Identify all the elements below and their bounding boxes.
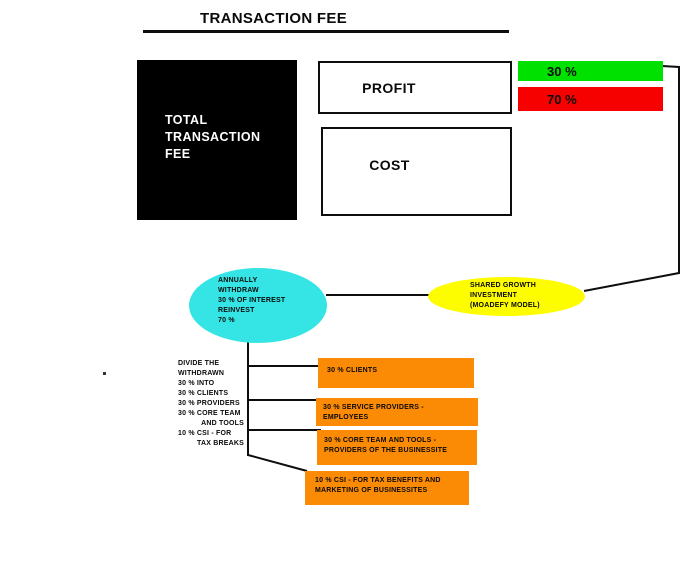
divide-note-line: 30 % INTO xyxy=(178,380,215,387)
allocation-box-clients-label: 30 % CLIENTS xyxy=(327,367,378,374)
cost-box: COST xyxy=(321,127,512,216)
profit-box: PROFIT xyxy=(318,61,512,114)
connector-branch-csi xyxy=(247,454,308,472)
divide-note-line: DIVIDE THE xyxy=(178,360,220,367)
total-transaction-fee-label: TOTAL TRANSACTION FEE xyxy=(165,113,261,161)
annual-withdraw-ellipse: ANNUALLY WITHDRAW 30 % OF INTEREST REINV… xyxy=(189,268,327,343)
annual-withdraw-label: ANNUALLY WITHDRAW 30 % OF INTEREST REINV… xyxy=(218,277,286,324)
diagram-title: TRANSACTION FEE xyxy=(200,10,347,27)
title-underline xyxy=(143,30,509,33)
allocation-box-clients: 30 % CLIENTS xyxy=(318,358,474,388)
connector-profit-share-to-shared-growth xyxy=(583,65,680,292)
allocation-box-core-team-label: 30 % CORE TEAM AND TOOLS - PROVIDERS OF … xyxy=(324,437,448,454)
profit-label: PROFIT xyxy=(362,79,416,96)
divide-note-line: 30 % CLIENTS xyxy=(178,390,229,397)
divide-note-line: 30 % PROVIDERS xyxy=(178,400,240,407)
divide-note-line: 10 % CSI - FOR xyxy=(178,430,232,437)
allocation-box-core-team: 30 % CORE TEAM AND TOOLS - PROVIDERS OF … xyxy=(317,430,477,465)
stray-dot xyxy=(103,372,106,375)
allocation-box-service-providers-label: 30 % SERVICE PROVIDERS - EMPLOYEES xyxy=(323,404,424,421)
cost-label: COST xyxy=(369,156,410,173)
allocation-box-csi: 10 % CSI - FOR TAX BENEFITS AND MARKETIN… xyxy=(305,471,469,505)
profit-share-bar: 30 % xyxy=(518,61,663,81)
profit-share-label: 30 % xyxy=(547,63,577,79)
allocation-box-service-providers: 30 % SERVICE PROVIDERS - EMPLOYEES xyxy=(316,398,478,426)
divide-note-line: TAX BREAKS xyxy=(197,440,244,447)
total-transaction-fee-box: TOTAL TRANSACTION FEE xyxy=(137,60,297,220)
shared-growth-label: SHARED GROWTH INVESTMENT (MOADEFY MODEL) xyxy=(470,282,540,309)
cost-share-label: 70 % xyxy=(547,91,577,107)
divide-note-line: WITHDRAWN xyxy=(178,370,225,377)
shared-growth-ellipse: SHARED GROWTH INVESTMENT (MOADEFY MODEL) xyxy=(428,277,585,316)
allocation-box-csi-label: 10 % CSI - FOR TAX BENEFITS AND MARKETIN… xyxy=(315,477,441,494)
divide-note-line: AND TOOLS xyxy=(201,420,244,427)
divide-note-line: 30 % CORE TEAM xyxy=(178,410,241,417)
cost-share-bar: 70 % xyxy=(518,87,663,111)
divide-note: DIVIDE THE WITHDRAWN 30 % INTO 30 % CLIE… xyxy=(178,359,246,449)
